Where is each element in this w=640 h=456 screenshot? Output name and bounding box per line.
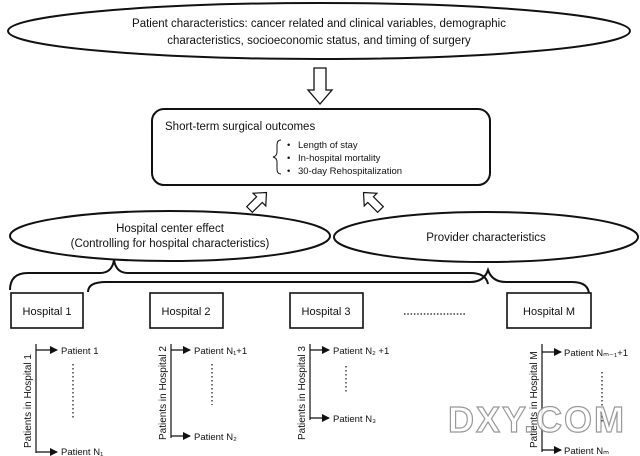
provider-characteristics-label: Provider characteristics	[426, 232, 546, 244]
hospital-1-last-patient: Patient N₁	[61, 447, 103, 456]
hospital-1-side-label: Patients in Hospital 1	[23, 354, 34, 448]
hospital-2-label: Hospital 2	[162, 306, 211, 318]
hospital-1-first-patient: Patient 1	[61, 346, 99, 357]
hospital-3-last-patient: Patient N₃	[333, 414, 376, 425]
hospital-3-side-label: Patients in Hospital 3	[297, 346, 308, 440]
hospital-3-first-patient: Patient N₂ +1	[333, 346, 389, 357]
outcome-rehospitalization: 30-day Rehospitalization	[298, 166, 402, 177]
hospital-m-first-patient: Patient Nₘ₋₁+1	[564, 348, 628, 359]
watermark: DXY.COM	[448, 399, 626, 440]
patient-characteristics-line1: Patient characteristics: cancer related …	[132, 18, 506, 30]
outcome-bullet: •	[287, 166, 290, 177]
hospital-2-first-patient: Patient N₁+1	[194, 346, 247, 357]
up-left-arrow-icon	[362, 191, 385, 214]
hospital-2-box	[149, 292, 224, 329]
outcomes-box	[151, 108, 491, 186]
down-arrow-icon	[306, 67, 334, 105]
hospital-2-side-label: Patients in Hospital 2	[158, 346, 169, 440]
outcomes-brace-icon	[272, 139, 282, 175]
hospital-m-label: Hospital M	[523, 306, 575, 318]
outcomes-title: Short-term surgical outcomes	[165, 121, 315, 133]
outcome-mortality: In-hospital mortality	[298, 153, 381, 164]
hospital-3-box	[289, 292, 364, 329]
hospital-center-effect-line1: Hospital center effect	[116, 223, 225, 235]
hospital-center-effect-oval	[9, 210, 331, 262]
provider-brace	[87, 266, 590, 296]
hospital-2-last-patient: Patient N₂	[194, 432, 237, 443]
hospital-m-last-patient: Patient Nₘ	[564, 446, 609, 456]
hospital-1-label: Hospital 1	[23, 306, 72, 318]
patient-characteristics-oval	[7, 2, 631, 60]
up-right-arrow-icon	[245, 191, 268, 214]
hospital-m-box	[506, 292, 592, 329]
outcome-bullet: •	[287, 153, 290, 164]
hospital-3-label: Hospital 3	[302, 306, 351, 318]
patient-characteristics-line2: characteristics, socioeconomic status, a…	[167, 35, 471, 47]
provider-characteristics-oval	[333, 211, 639, 263]
hospital-m-side-label: Patients in Hospital M	[529, 351, 540, 448]
hospital-center-effect-line2: (Controlling for hospital characteristic…	[71, 238, 270, 250]
hospital-effect-brace	[9, 259, 489, 291]
hospital-1-box	[10, 292, 84, 329]
outcome-length-of-stay: Length of stay	[298, 140, 358, 151]
outcome-bullet: •	[287, 140, 290, 151]
